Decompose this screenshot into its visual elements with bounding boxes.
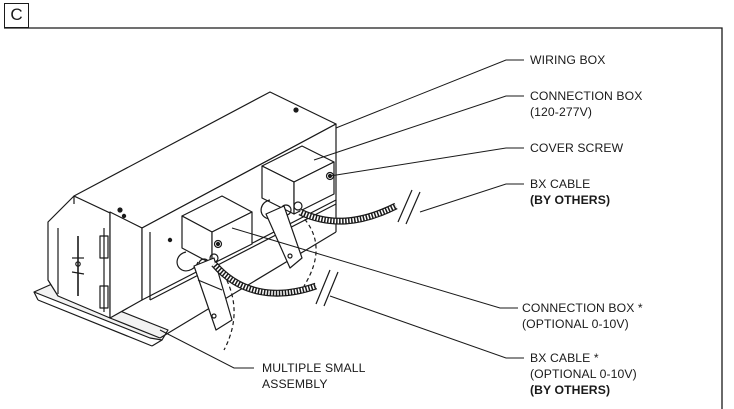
callout-cover-screw: COVER SCREW — [530, 140, 623, 156]
detail-letter-box: C — [4, 3, 29, 28]
callout-bx-cable-optional: BX CABLE * (OPTIONAL 0-10V) (BY OTHERS) — [530, 350, 637, 398]
callout-wiring-box: WIRING BOX — [530, 52, 605, 68]
callout-cover-screw-text: COVER SCREW — [530, 141, 624, 155]
leader-bx-cable — [419, 183, 524, 213]
callout-bx-cable: BX CABLE (BY OTHERS) — [530, 176, 610, 208]
callout-wiring-box-text: WIRING BOX — [530, 53, 606, 67]
callout-connection-box-optional-line1: CONNECTION BOX * — [522, 301, 643, 315]
callout-connection-box-line2: (120-277V) — [530, 105, 592, 119]
leader-assembly — [159, 329, 254, 369]
bx-cable-lower — [211, 261, 339, 307]
leader-bx-cable-optional — [329, 295, 524, 359]
callout-bx-cable-line1: BX CABLE — [530, 177, 591, 191]
connection-box-main — [260, 145, 335, 220]
callout-assembly-line2: ASSEMBLY — [262, 377, 328, 391]
leader-wiring-box — [335, 59, 524, 129]
callout-bx-cable-optional-line2: (OPTIONAL 0-10V) — [530, 367, 637, 381]
callout-bx-cable-optional-line1: BX CABLE * — [530, 351, 599, 365]
drawing-frame — [4, 27, 723, 409]
leader-connection-box — [313, 95, 524, 161]
callout-connection-box: CONNECTION BOX (120-277V) — [530, 88, 642, 120]
mounting-clip-rear — [265, 205, 303, 269]
callout-assembly: MULTIPLE SMALL ASSEMBLY — [262, 360, 365, 392]
leader-connection-box-optional — [231, 227, 518, 309]
box-front — [109, 211, 143, 319]
callout-assembly-line1: MULTIPLE SMALL — [262, 361, 366, 375]
callout-connection-box-line1: CONNECTION BOX — [530, 89, 643, 103]
callout-bx-cable-optional-line3: (BY OTHERS) — [530, 383, 611, 397]
callout-connection-box-optional-line2: (OPTIONAL 0-10V) — [522, 317, 629, 331]
fixture-drawing — [33, 91, 421, 351]
bx-cable-upper — [298, 189, 421, 225]
mounting-clip-front — [193, 257, 233, 331]
callout-connection-box-optional: CONNECTION BOX * (OPTIONAL 0-10V) — [522, 300, 643, 332]
leader-lines — [159, 59, 524, 369]
leader-cover-screw — [329, 147, 524, 177]
callout-bx-cable-line2: (BY OTHERS) — [530, 193, 611, 207]
